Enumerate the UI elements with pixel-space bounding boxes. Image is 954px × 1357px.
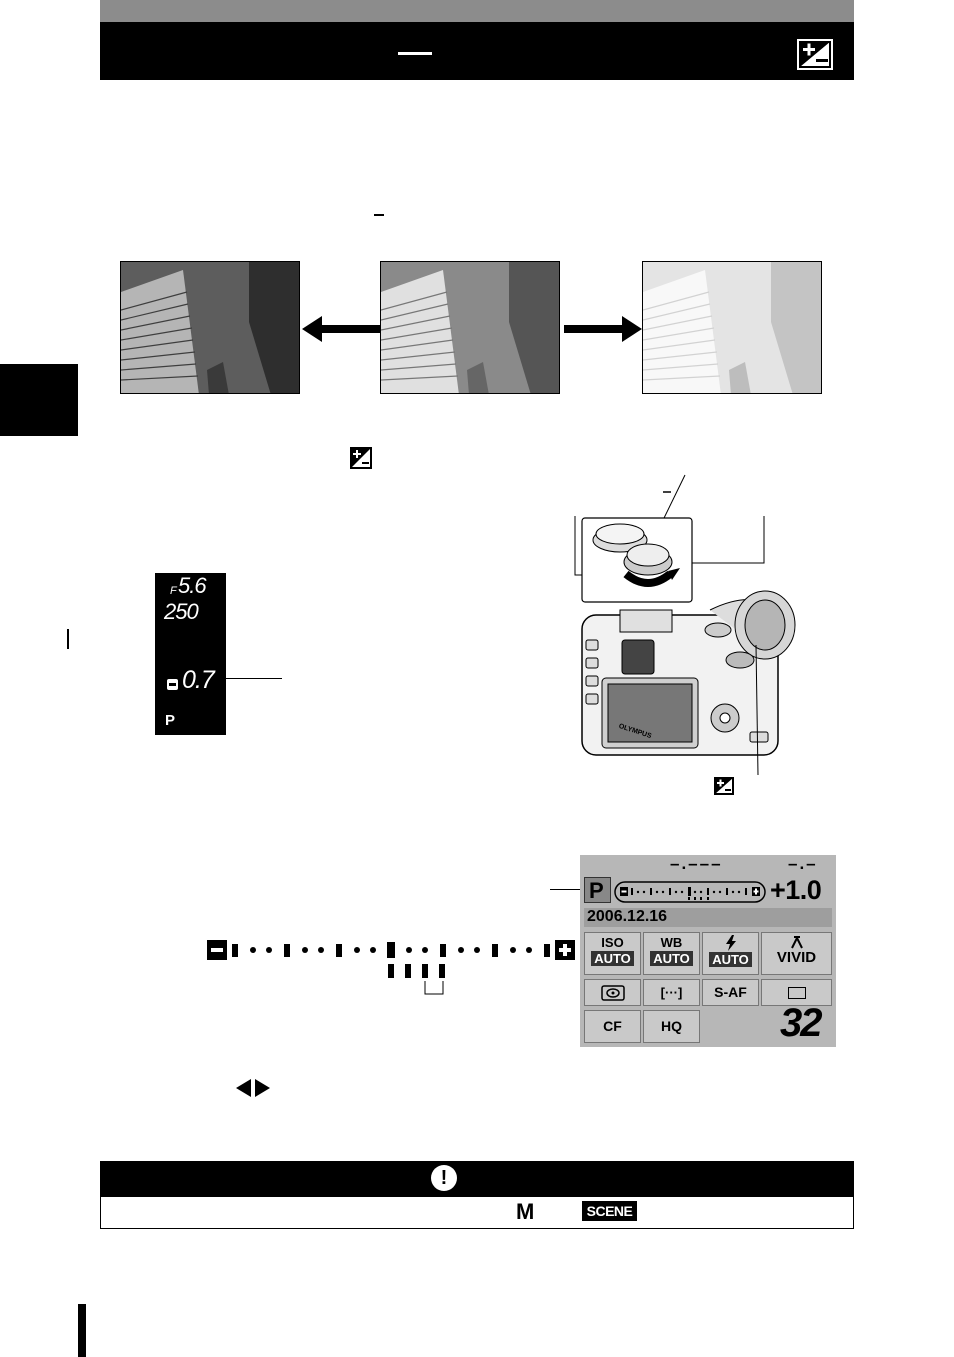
lcd-picture-mode-value: VIVID	[776, 949, 817, 966]
note-body	[100, 1197, 854, 1229]
caution-mark: !	[440, 1167, 448, 1189]
margin-mark	[67, 629, 69, 649]
viewfinder-display: F 5.6 250 0.7 P	[155, 573, 226, 735]
lcd-exposure-meter	[614, 881, 766, 903]
lcd-iso-cell: ISO AUTO	[584, 932, 641, 975]
single-frame-icon	[788, 987, 806, 999]
header-band	[100, 0, 854, 22]
arrow-pad-left-right-icon	[236, 1079, 270, 1097]
exposure-value: 0.7	[182, 666, 215, 694]
lcd-af-mode-cell: S-AF	[702, 979, 759, 1006]
lcd-control-panel: –.––– –.– P +1.0 2006.12.16 ISO AUTO WB	[580, 854, 836, 1047]
text-dash	[374, 214, 384, 216]
note-header	[100, 1161, 854, 1197]
lcd-wb-label: WB	[660, 935, 683, 950]
lcd-date-row: 2006.12.16	[584, 908, 832, 927]
lcd-date: 2006.12.16	[587, 908, 668, 925]
arrow-right-icon	[564, 316, 642, 342]
shutter-speed: 250	[164, 599, 199, 624]
lcd-wb-value: AUTO	[650, 951, 693, 966]
caution-icon	[431, 1165, 457, 1191]
camera-illustration	[574, 474, 796, 776]
lcd-mode-box: P	[584, 877, 611, 903]
lcd-ev-value: +1.0	[770, 875, 822, 905]
chapter-tab	[0, 364, 78, 436]
aperture-prefix: F	[170, 585, 177, 597]
lcd-wb-cell: WB AUTO	[643, 932, 700, 975]
exposure-compensation-icon-small	[350, 447, 372, 469]
page-title-bar	[100, 22, 854, 80]
photo-overexposed	[642, 261, 822, 394]
lcd-card-cell: CF	[584, 1010, 641, 1043]
photo-underexposed	[120, 261, 300, 394]
title-dash	[398, 52, 432, 55]
photo-correct-exposure	[380, 261, 560, 394]
lcd-flash-value: AUTO	[709, 952, 752, 967]
shooting-mode: P	[165, 712, 176, 729]
lcd-drive-cell	[761, 979, 832, 1006]
manual-mode-label: M	[516, 1199, 535, 1224]
picture-mode-icon	[790, 935, 803, 949]
lcd-iso-label: ISO	[601, 935, 624, 950]
lcd-metering-cell	[584, 979, 641, 1006]
flash-icon	[725, 935, 736, 951]
scene-mode-badge: SCENE	[582, 1201, 637, 1221]
page-corner-bar	[78, 1304, 86, 1357]
lcd-iso-value: AUTO	[591, 951, 634, 966]
lcd-picture-mode-cell: VIVID	[761, 932, 832, 975]
callout-line	[214, 678, 282, 679]
lcd-af-area-cell: [···]	[643, 979, 700, 1006]
aperture-value: 5.6	[178, 573, 207, 598]
lcd-shutter-dashes: –.–––	[670, 854, 723, 873]
minus-icon	[167, 679, 178, 690]
metering-icon	[601, 985, 625, 1001]
exposure-scale	[207, 940, 575, 995]
lcd-mode: P	[589, 878, 604, 903]
lcd-flash-cell: AUTO	[702, 932, 759, 975]
exposure-compensation-icon	[795, 37, 835, 72]
lcd-aperture-dashes: –.–	[788, 854, 818, 873]
exposure-button-icon	[714, 777, 734, 795]
lcd-quality-cell: HQ	[643, 1010, 700, 1043]
arrow-left-icon	[302, 316, 380, 342]
lcd-frames-remaining: 32	[780, 1001, 822, 1045]
